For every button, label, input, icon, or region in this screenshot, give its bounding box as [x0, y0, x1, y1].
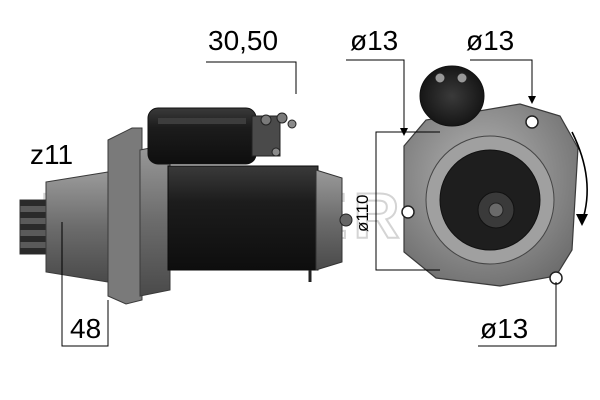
end-bolt-icon — [339, 213, 353, 227]
terminal-nut-icon — [271, 147, 281, 157]
rotation-arrow — [571, 131, 588, 223]
mounting-hole-top — [525, 115, 539, 129]
commutator-end-cap — [315, 169, 343, 271]
solenoid-cap — [419, 65, 485, 127]
dim-teeth-label: z11 — [30, 139, 73, 170]
nose-housing — [45, 171, 109, 283]
mounting-hole-left — [401, 205, 415, 219]
terminal-nut-icon — [276, 112, 288, 124]
motor-body — [167, 165, 319, 271]
dimension-lines — [61, 59, 557, 347]
terminal-nut-icon — [260, 114, 272, 126]
terminal-nut-icon — [456, 72, 468, 84]
terminal-nut-icon — [287, 119, 297, 129]
pinion-gear — [19, 199, 49, 255]
terminal-nut-icon — [434, 72, 446, 84]
dim-length-label: 30,50 — [208, 25, 278, 56]
starter-front-view — [401, 65, 588, 287]
dim-pinion-offset-label: 48 — [70, 313, 101, 344]
dim-hole-top-left-label: ø13 — [350, 25, 398, 56]
rotation-arrowhead-icon — [576, 214, 588, 226]
dim-flange-diameter-label: ø110 — [353, 195, 372, 233]
dim-hole-bottom-label: ø13 — [480, 313, 528, 344]
solenoid — [147, 107, 297, 165]
dim-hole-top-right-label: ø13 — [466, 25, 514, 56]
starter-side-view — [19, 107, 353, 305]
mounting-flange — [107, 127, 143, 305]
drive-end-housing — [139, 143, 171, 297]
